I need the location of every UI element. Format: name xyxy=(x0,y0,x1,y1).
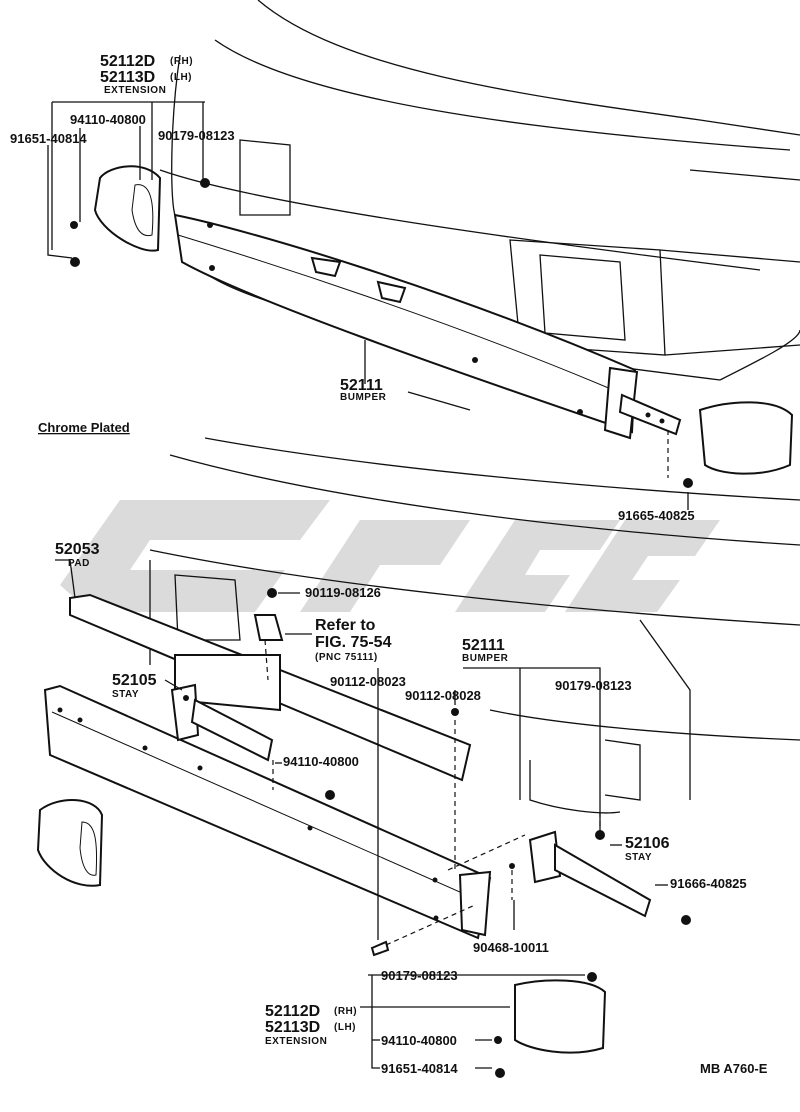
label-90179-mid: 90179-08123 xyxy=(555,678,632,693)
label-bumper-bottom: BUMPER xyxy=(462,653,509,664)
label-52105: 52105 xyxy=(112,672,157,689)
top-car-body xyxy=(159,0,800,381)
bottom-car-body xyxy=(149,437,800,814)
label-lh-top: (LH) xyxy=(170,72,192,83)
bottom-right-extension xyxy=(494,972,607,1078)
label-bumper-top: BUMPER xyxy=(340,392,387,403)
label-52111-bottom: 52111 xyxy=(462,637,505,654)
bottom-bumper xyxy=(43,684,492,940)
label-52053: 52053 xyxy=(55,541,100,558)
label-91665-top: 91665-40825 xyxy=(618,508,695,523)
label-90179-top: 90179-08123 xyxy=(158,128,235,143)
label-52112d-top: 52112D xyxy=(100,53,155,70)
label-91651-bottom: 91651-40814 xyxy=(381,1061,458,1076)
label-stay-right: STAY xyxy=(625,852,652,863)
label-lh-bottom: (LH) xyxy=(334,1022,356,1033)
section-title: Chrome Plated xyxy=(38,420,130,435)
label-90112-08023: 90112-08023 xyxy=(330,674,406,689)
left-stay xyxy=(170,683,335,800)
label-90468: 90468-10011 xyxy=(473,940,549,955)
label-pad: PAD xyxy=(68,558,90,569)
label-90179-bottom: 90179-08123 xyxy=(381,968,458,983)
label-stay-left: STAY xyxy=(112,689,139,700)
pad xyxy=(69,588,472,782)
watermark-logo xyxy=(60,500,720,612)
top-bumper xyxy=(173,213,682,440)
label-refer-to: Refer to xyxy=(315,617,376,634)
label-90119: 90119-08126 xyxy=(305,585,381,600)
label-91651-top: 91651-40814 xyxy=(10,131,87,146)
label-52113d-bottom: 52113D xyxy=(265,1019,320,1036)
label-pnc-75111: (PNC 75111) xyxy=(315,652,378,663)
leader-lines xyxy=(47,101,689,1069)
top-right-extension xyxy=(667,401,794,488)
top-left-extension xyxy=(70,165,210,267)
label-extension-top: EXTENSION xyxy=(104,85,166,96)
bottom-left-extension xyxy=(36,798,104,887)
label-90112-08028: 90112-08028 xyxy=(405,688,481,703)
callout-labels: 52112D (RH) 52113D (LH) EXTENSION 94110-… xyxy=(10,53,768,1076)
label-rh-bottom: (RH) xyxy=(334,1006,357,1017)
label-extension-bottom: EXTENSION xyxy=(265,1036,327,1047)
label-52113d-top: 52113D xyxy=(100,69,155,86)
figure-code: MB A760-E xyxy=(700,1061,768,1076)
label-fig-75-54: FIG. 75-54 xyxy=(315,634,392,651)
right-stay xyxy=(509,830,691,925)
label-94110-top: 94110-40800 xyxy=(70,112,146,127)
label-94110-mid: 94110-40800 xyxy=(283,754,359,769)
label-91666: 91666-40825 xyxy=(670,876,747,891)
label-94110-bottom: 94110-40800 xyxy=(381,1033,457,1048)
label-52112d-bottom: 52112D xyxy=(265,1003,320,1020)
label-52106: 52106 xyxy=(625,835,670,852)
label-rh-top: (RH) xyxy=(170,56,193,67)
label-52111-top: 52111 xyxy=(340,377,383,394)
